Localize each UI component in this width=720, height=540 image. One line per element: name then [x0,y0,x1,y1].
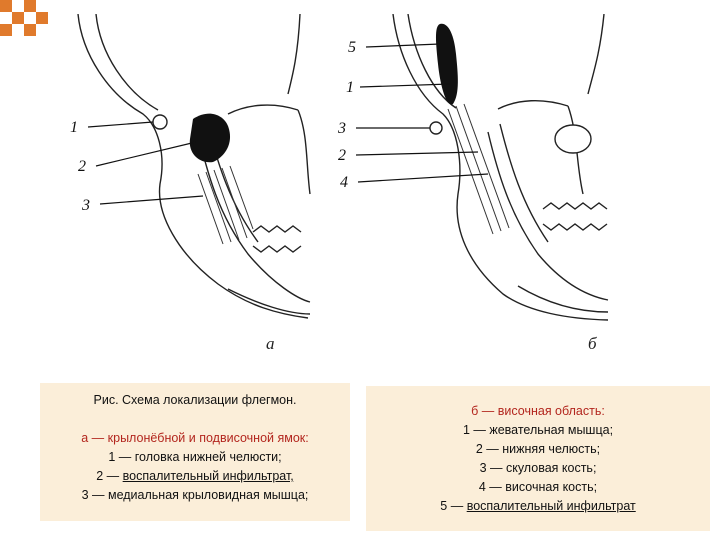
caption-right-item-1: 1 — жевательная мышца; [462,423,614,437]
caption-left-item-3: 3 — медиальная крыловидная мышца; [81,488,309,502]
caption-left-heading: а — крылонёбной и подвисочной ямок: [81,431,309,445]
label-b-1: 1 [346,79,354,96]
label-a-2: 2 [78,158,86,175]
label-b-5: 5 [348,39,356,56]
caption-right-item-5-text: воспалительный инфильтрат [466,499,636,513]
label-a-3: 3 [81,197,90,214]
zygomatic-b [554,124,592,154]
anatomy-drawing: 1 2 3 а [70,14,609,353]
caption-right-item-5: 5 — воспалительный инфильтрат [440,499,636,513]
panel-label-a: а [266,334,275,353]
label-a-1: 1 [70,119,78,136]
caption-right-item-4: 4 — височная кость; [478,480,598,494]
condyle-a [152,114,168,130]
corner-decoration [0,0,60,50]
panel-b-drawing [392,14,609,321]
muscle-hatch-b [447,103,510,235]
caption-right-item-2: 2 — нижняя челюсть; [475,442,601,456]
anatomy-figure: 1 2 3 а [48,14,650,356]
caption-left: Рис. Схема локализации флегмон. а — крыл… [40,383,350,521]
caption-right-heading: б — височная область: [471,404,605,418]
caption-left-item-2: 2 — воспалительный инфильтрат, [96,469,294,483]
caption-left-item-2-text: воспалительный инфильтрат, [122,469,294,483]
caption-right-item-3: 3 — скуловая кость; [479,461,597,475]
label-b-4: 4 [340,174,348,191]
caption-right: б — височная область: 1 — жевательная мы… [366,386,710,531]
panel-a-drawing [77,14,311,319]
muscle-hatch-a [197,165,254,245]
panel-label-b: б [588,334,597,353]
infiltrate-a [189,113,231,163]
label-b-2: 2 [338,147,346,164]
caption-left-item-1: 1 — головка нижней челюсти; [108,450,282,464]
caption-left-title: Рис. Схема локализации флегмон. [93,393,297,407]
label-b-3: 3 [337,120,346,137]
condyle-b [429,121,443,135]
